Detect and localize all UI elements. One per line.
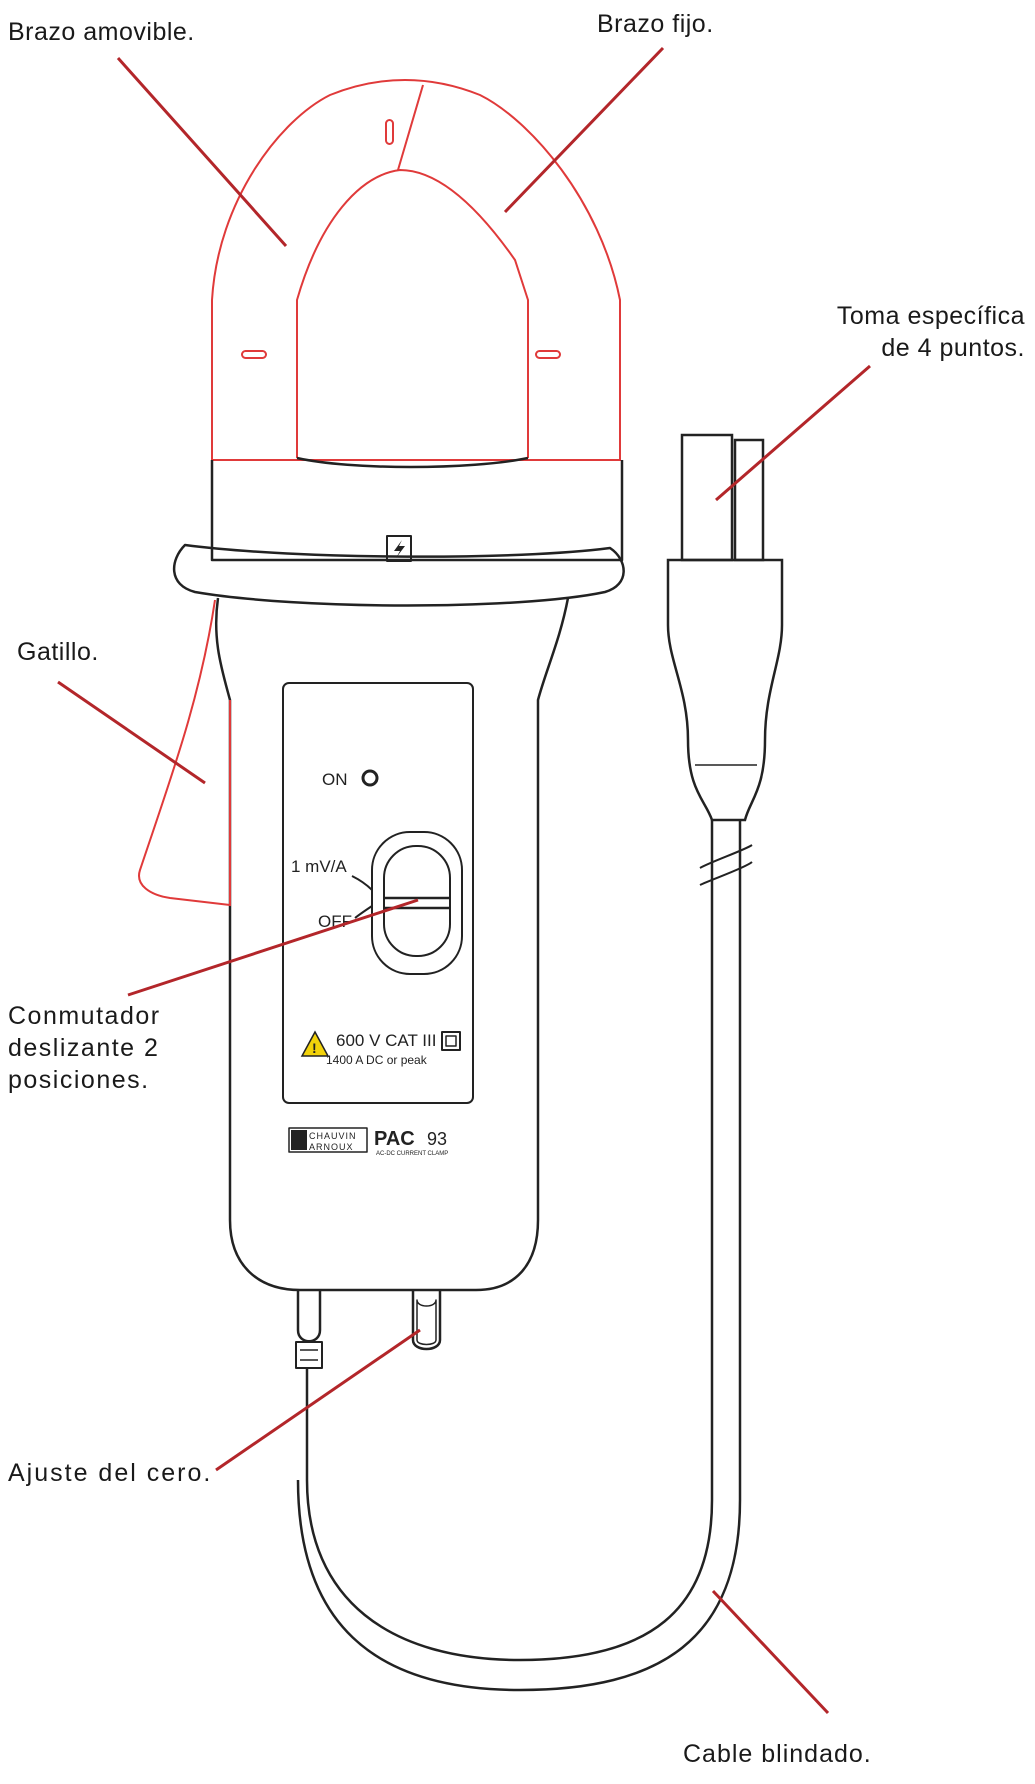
callout-conmutador-line-3: posiciones. bbox=[8, 1066, 150, 1094]
lightning-bolt-icon bbox=[394, 540, 405, 558]
hazard-symbol-box bbox=[386, 535, 412, 562]
cable-inner bbox=[296, 820, 742, 1692]
warning-triangle-icon bbox=[300, 1030, 330, 1057]
double-insulation-symbol bbox=[441, 1031, 461, 1051]
leader-brazo-amovible bbox=[116, 57, 288, 247]
callout-brazo-amovible: Brazo amovible. bbox=[8, 16, 195, 48]
leader-conmutador bbox=[127, 898, 419, 997]
label-panel bbox=[282, 682, 474, 1104]
switch-pointer-top bbox=[351, 875, 373, 891]
leader-ajuste bbox=[215, 1328, 421, 1472]
callout-ajuste-text: Ajuste del cero. bbox=[8, 1459, 213, 1487]
callout-cable-blindado: Cable blindado. bbox=[683, 1738, 872, 1770]
jaw-slot-right bbox=[535, 350, 561, 359]
callout-brazo-amovible-text: Brazo amovible. bbox=[8, 18, 195, 46]
callout-gatillo: Gatillo. bbox=[17, 636, 99, 668]
cable-gland bbox=[296, 1290, 322, 1343]
switch-label-top: 1 mV/A bbox=[291, 857, 347, 876]
svg-text:!: ! bbox=[312, 1040, 317, 1056]
plug-prong-side bbox=[733, 438, 765, 562]
current-rating: 1400 A DC or peak bbox=[326, 1053, 428, 1067]
handle-body bbox=[214, 597, 570, 1292]
switch-label-bottom: OFF bbox=[318, 912, 352, 931]
brand-logo bbox=[291, 1130, 307, 1150]
jaw-slot-top bbox=[385, 119, 394, 145]
brand-line-1: CHAUVIN bbox=[309, 1131, 357, 1141]
callout-brazo-fijo: Brazo fijo. bbox=[597, 8, 714, 40]
trigger bbox=[138, 599, 231, 907]
callout-toma-especifica: Toma específica de 4 puntos. bbox=[837, 300, 1025, 364]
voltage-rating: 600 V CAT III bbox=[336, 1031, 436, 1050]
callout-toma-line-2: de 4 puntos. bbox=[881, 334, 1025, 362]
upper-housing-inner-arc bbox=[296, 456, 529, 469]
on-indicator-led bbox=[361, 769, 379, 787]
clamp-jaws bbox=[211, 79, 621, 461]
zero-adjust-knob bbox=[411, 1290, 442, 1351]
leader-gatillo bbox=[57, 680, 206, 785]
callout-conmutador-line-1: Conmutador bbox=[8, 1002, 161, 1030]
switch-housing bbox=[371, 831, 463, 975]
model-prefix: PAC bbox=[374, 1128, 415, 1150]
on-label: ON bbox=[322, 770, 348, 789]
callout-conmutador-line-2: deslizante 2 bbox=[8, 1034, 160, 1062]
model-number: 93 bbox=[427, 1129, 447, 1149]
shielded-cable bbox=[296, 433, 784, 1692]
jaw-outer-outline bbox=[211, 79, 621, 461]
leader-toma bbox=[715, 364, 871, 502]
callout-conmutador: Conmutador deslizante 2 posiciones. bbox=[8, 1000, 161, 1096]
callout-ajuste-del-cero: Ajuste del cero. bbox=[8, 1457, 212, 1489]
jaw-slot-left bbox=[241, 350, 267, 359]
leader-lines bbox=[57, 46, 871, 1715]
model-subtitle: AC-DC CURRENT CLAMP bbox=[376, 1151, 448, 1157]
plug-body bbox=[666, 558, 784, 822]
panel-text: ON 1 mV/A OFF ! 600 V CAT III 1400 A DC … bbox=[291, 770, 448, 1157]
callout-cable-text: Cable blindado. bbox=[683, 1740, 872, 1768]
jaw-split-line bbox=[397, 84, 424, 171]
jaw-inner-outline bbox=[296, 168, 529, 458]
callout-gatillo-text: Gatillo. bbox=[17, 638, 99, 666]
leader-cable bbox=[711, 1589, 830, 1715]
brand-line-2: ARNOUX bbox=[309, 1142, 354, 1152]
clamp-body bbox=[172, 456, 625, 1369]
upper-housing bbox=[210, 460, 624, 562]
finger-guard bbox=[172, 543, 625, 607]
cable-outer bbox=[305, 820, 714, 1662]
brand-box bbox=[288, 1127, 368, 1153]
plug-prong-main bbox=[680, 433, 734, 562]
callout-brazo-fijo-text: Brazo fijo. bbox=[597, 10, 714, 38]
callout-toma-line-1: Toma específica bbox=[836, 302, 1025, 330]
switch-pointer-bottom bbox=[354, 905, 373, 919]
leader-brazo-fijo bbox=[503, 46, 665, 214]
switch-knob bbox=[383, 845, 451, 957]
